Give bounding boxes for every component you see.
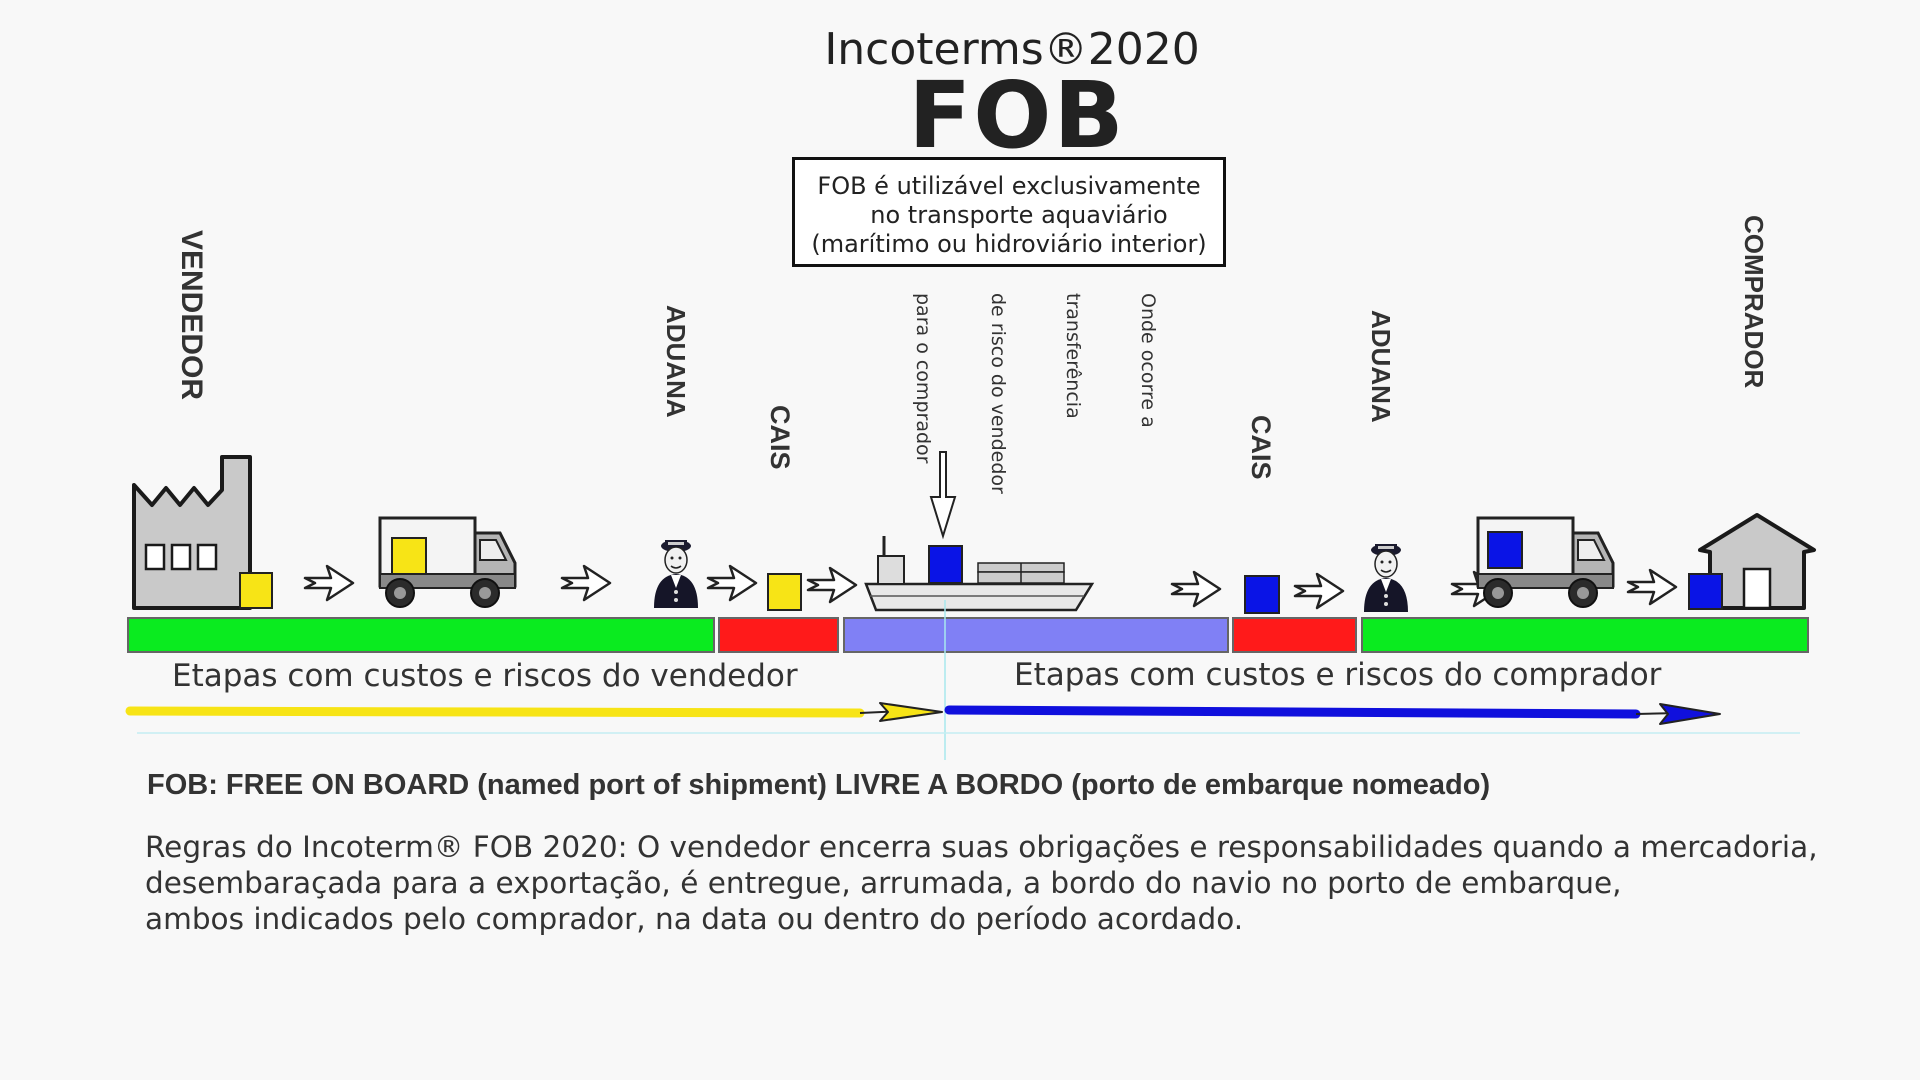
note-line: FOB é utilizável exclusivamente	[817, 172, 1201, 200]
customs-officer-icon	[1363, 543, 1409, 613]
risk-note-line: transferência	[1062, 293, 1084, 419]
arrow-icon	[706, 564, 758, 602]
page-title: FOB	[908, 62, 1126, 169]
truck-icon	[378, 516, 517, 609]
buyer-goods-box	[1244, 575, 1280, 614]
export-quay-label: CAIS	[765, 405, 795, 470]
truck-icon	[1476, 516, 1615, 609]
customs-officer-icon	[653, 539, 699, 609]
subtitle: Incoterms®2020	[824, 24, 1200, 75]
buyer-responsibility-arrow-icon	[944, 703, 1721, 725]
risk-transfer-arrow-icon	[929, 451, 957, 540]
main-transport-bar	[843, 617, 1229, 653]
arrow-icon	[560, 564, 612, 602]
rule-line: ambos indicados pelo comprador, na data …	[145, 902, 1244, 936]
factory-icon	[132, 455, 273, 610]
fob-rule-text: Regras do Incoterm® FOB 2020: O vendedor…	[145, 829, 1905, 937]
buyer-cost-bar	[1361, 617, 1809, 653]
note-line: no transporte aquaviário	[870, 201, 1168, 229]
import-quay-bar	[1232, 617, 1357, 653]
buyer-side-caption: Etapas com custos e riscos do comprador	[1014, 657, 1662, 693]
import-customs-label: ADUANA	[1366, 310, 1396, 423]
risk-note-line: para o comprador	[912, 293, 934, 464]
seller-side-caption: Etapas com custos e riscos do vendedor	[172, 658, 798, 694]
rule-line: Regras do Incoterm® FOB 2020: O vendedor…	[145, 830, 1818, 864]
export-customs-label: ADUANA	[661, 305, 691, 418]
rule-line: desembaraçada para a exportação, é entre…	[145, 866, 1622, 900]
seller-cost-bar	[127, 617, 715, 653]
seller-goods-box	[767, 573, 802, 611]
arrow-icon	[1293, 572, 1345, 610]
risk-transfer-note: Onde ocorre a transferência de risco do …	[885, 293, 1210, 494]
import-quay-label: CAIS	[1246, 415, 1276, 480]
seller-label: VENDEDOR	[175, 230, 208, 401]
export-quay-bar	[718, 617, 839, 653]
risk-note-line: Onde ocorre a	[1137, 293, 1159, 428]
ship-icon	[864, 536, 1095, 612]
warehouse-icon	[1688, 513, 1816, 610]
arrow-icon	[806, 566, 858, 604]
seller-responsibility-arrow-icon	[125, 702, 943, 722]
note-line: (marítimo ou hidroviário interior)	[811, 230, 1207, 258]
arrow-icon	[1626, 568, 1678, 606]
arrow-icon	[303, 564, 355, 602]
risk-note-line: de risco do vendedor	[987, 293, 1009, 494]
note-box: FOB é utilizável exclusivamente no trans…	[792, 157, 1226, 267]
fob-definition: FOB: FREE ON BOARD (named port of shipme…	[147, 769, 1491, 801]
buyer-label: COMPRADOR	[1739, 215, 1769, 389]
arrow-icon	[1170, 570, 1222, 608]
